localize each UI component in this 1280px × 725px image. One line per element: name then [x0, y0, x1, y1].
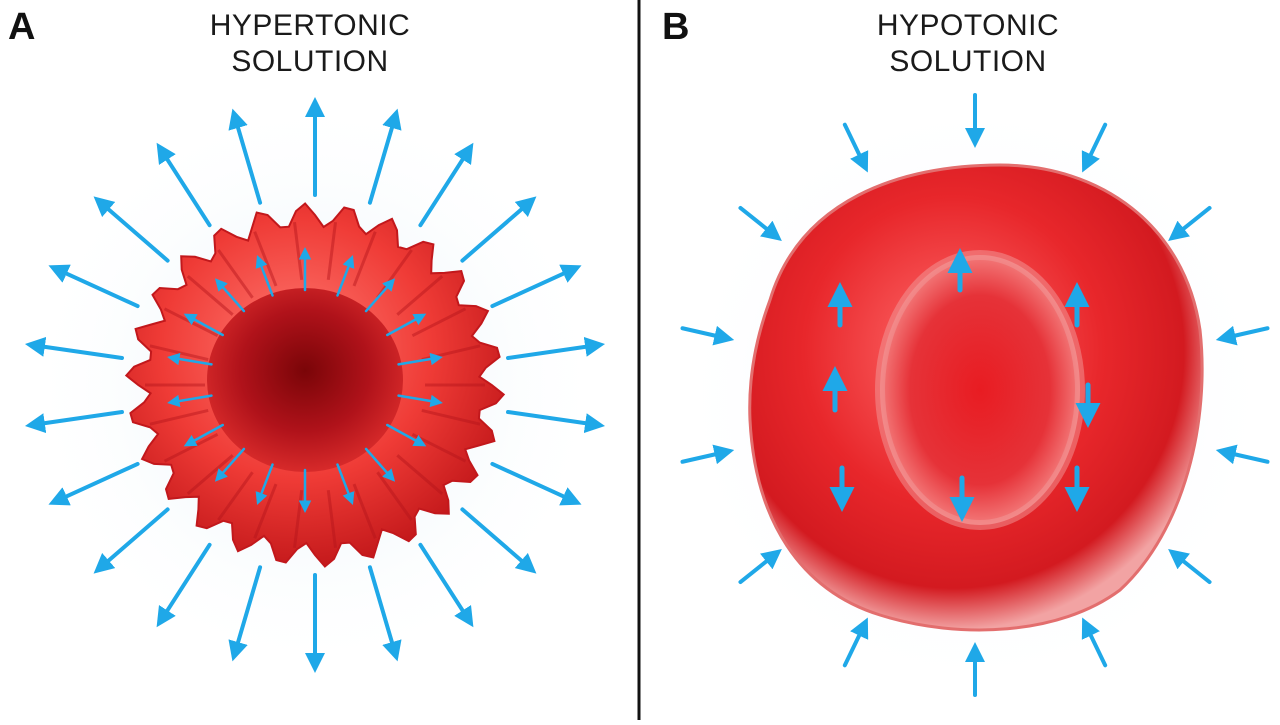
outward-arrow — [48, 461, 140, 506]
inner-water-arrows — [822, 248, 1101, 522]
membrane-fold — [293, 222, 304, 280]
panel-title-a: HYPERTONIC SOLUTION — [160, 8, 460, 80]
inner-outward-arrow — [255, 463, 274, 505]
inner-outward-arrow — [386, 423, 427, 447]
inner-outward-arrow — [336, 255, 355, 297]
outward-arrow — [93, 507, 170, 574]
membrane-fold — [217, 249, 254, 299]
inner-outward-arrow — [183, 423, 224, 447]
outward-arrow — [460, 507, 537, 574]
inner-outward-arrow — [167, 394, 213, 408]
inner-outward-arrow — [214, 447, 246, 482]
title-line-1: HYPERTONIC — [209, 9, 411, 42]
outward-arrow — [506, 410, 606, 434]
panel-label-b: B — [662, 6, 690, 48]
inward-arrow — [1215, 325, 1270, 346]
membrane-fold — [217, 471, 254, 521]
inward-arrow — [738, 205, 782, 241]
inward-water-arrows — [680, 93, 1270, 697]
outward-arrow — [93, 196, 170, 263]
inward-arrow — [738, 549, 782, 585]
membrane-fold — [149, 408, 209, 426]
membrane-fold — [293, 490, 304, 548]
membrane-fold — [186, 454, 234, 495]
title-line-1: HYPOTONIC — [876, 9, 1060, 42]
inward-arrow — [1168, 549, 1212, 585]
cell-center-depression — [207, 288, 403, 472]
inward-arrow — [842, 617, 869, 668]
inward-arrow — [1081, 122, 1108, 173]
inward-arrow — [1081, 617, 1108, 668]
cell-center-depression — [875, 250, 1085, 530]
outward-arrow — [48, 264, 140, 309]
inner-outward-arrow — [364, 447, 396, 482]
panel-label-a: A — [8, 6, 36, 48]
membrane-fold — [352, 483, 377, 539]
inward-arrow — [1215, 444, 1270, 465]
inward-arrow — [1168, 205, 1212, 241]
membrane-fold — [149, 344, 209, 362]
membrane-fold — [326, 490, 337, 548]
inward-arrow — [842, 122, 869, 173]
inward-arrow — [680, 325, 735, 346]
title-line-2: SOLUTION — [889, 45, 1047, 78]
panel-title-b: HYPOTONIC SOLUTION — [818, 8, 1118, 80]
outward-arrow — [506, 336, 606, 360]
membrane-fold — [421, 408, 481, 426]
inward-arrow — [680, 444, 735, 465]
membrane-folds — [145, 222, 485, 548]
inner-outward-arrow — [364, 278, 396, 313]
outward-arrow — [418, 142, 474, 228]
inner-outward-arrow — [397, 352, 443, 366]
outward-arrow — [228, 565, 263, 662]
membrane-fold — [396, 454, 444, 495]
outward-arrow — [460, 196, 537, 263]
membrane-fold — [396, 275, 444, 316]
crenated-cell — [124, 202, 506, 568]
outward-arrow — [490, 461, 582, 506]
inner-outward-arrow — [336, 463, 355, 505]
swollen-cell — [748, 163, 1204, 632]
outward-arrow — [367, 108, 402, 205]
outward-water-arrows — [24, 97, 606, 673]
membrane-fold — [253, 483, 278, 539]
panel-b — [675, 93, 1275, 697]
title-line-2: SOLUTION — [231, 45, 389, 78]
outward-arrow — [156, 142, 212, 228]
outward-arrow — [24, 410, 124, 434]
outward-arrow — [490, 264, 582, 309]
inner-outward-arrow — [214, 278, 246, 313]
membrane-fold — [326, 222, 337, 280]
outward-arrow — [228, 108, 263, 205]
inner-water-arrows — [167, 247, 443, 513]
membrane-fold — [186, 275, 234, 316]
outward-arrow — [418, 542, 474, 628]
inner-outward-arrow — [386, 313, 427, 337]
inner-outward-arrow — [167, 352, 213, 366]
membrane-fold — [163, 432, 219, 463]
outward-arrow — [24, 336, 124, 360]
inner-outward-arrow — [397, 394, 443, 408]
inner-outward-arrow — [183, 313, 224, 337]
membrane-fold — [411, 307, 467, 338]
inner-outward-arrow — [255, 255, 274, 297]
outward-arrow — [367, 565, 402, 662]
outward-arrow — [156, 542, 212, 628]
panel-a — [24, 95, 606, 675]
membrane-fold — [352, 231, 377, 287]
